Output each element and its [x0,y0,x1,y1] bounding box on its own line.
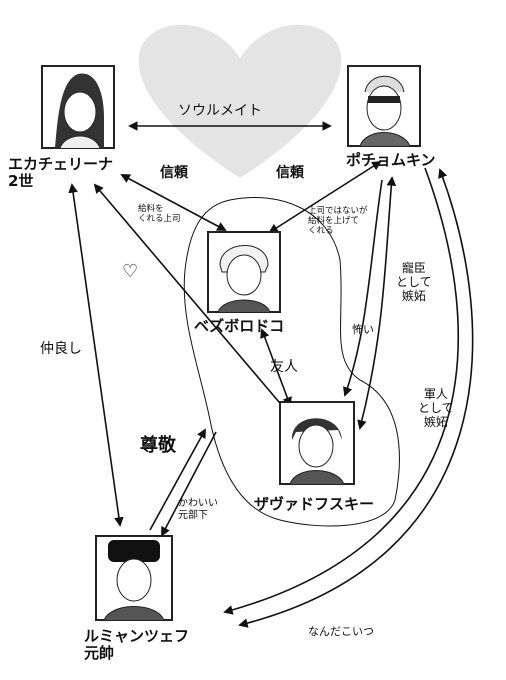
soldier-jealous-arrow [238,168,474,628]
label-trust-left: 信頼 [160,165,188,181]
label-who-is-this: なんだこいつ [308,625,374,638]
portrait-zavadovsky [279,401,355,485]
name-catherine-line2: 2世 [8,171,34,190]
who-is-this-arrow [223,167,459,615]
label-potemkin-to-bez: 上司ではないが 給料を上げて くれる [308,206,368,236]
name-rumyantsev-line1: ルミャンツェフ [84,627,190,645]
label-respect: 尊敬 [140,435,176,456]
label-good-friends: 仲良し [40,341,82,357]
label-soldier-jealous: 軍人 として 嫉妬 [418,387,454,429]
label-favorite-jealous: 寵臣 として 嫉妬 [396,261,432,303]
portrait-catherine [41,65,115,149]
label-soulmate: ソウルメイト [178,103,262,119]
label-cute-subordinate: かわいい 元部下 [178,498,218,521]
label-friends: 友人 [270,359,298,375]
label-scary: 怖い [352,323,374,336]
portrait-rumyantsev [95,535,173,621]
name-potemkin: ポチョムキン [346,151,436,169]
respect-arrow [149,428,206,531]
cute-subordinate-arrow [161,431,217,537]
good-friends-arrow [68,183,124,527]
name-bezborodko: ベズボロドコ [194,317,285,335]
name-catherine: エカチェリーナ 2世 [8,156,113,189]
portrait-potemkin [347,65,421,147]
portrait-bezborodko [207,231,281,313]
background-heart [138,24,342,179]
label-catherine-to-bez: 給料を くれる上司 [138,204,181,224]
name-catherine-line1: エカチェリーナ [8,155,114,173]
label-trust-right: 信頼 [276,165,304,181]
name-rumyantsev-line2: 元帥 [84,643,115,662]
name-zavadovsky: ザヴァドフスキー [254,495,375,513]
name-rumyantsev: ルミャンツェフ 元帥 [84,628,189,661]
heart-symbol: ♡ [122,261,139,282]
